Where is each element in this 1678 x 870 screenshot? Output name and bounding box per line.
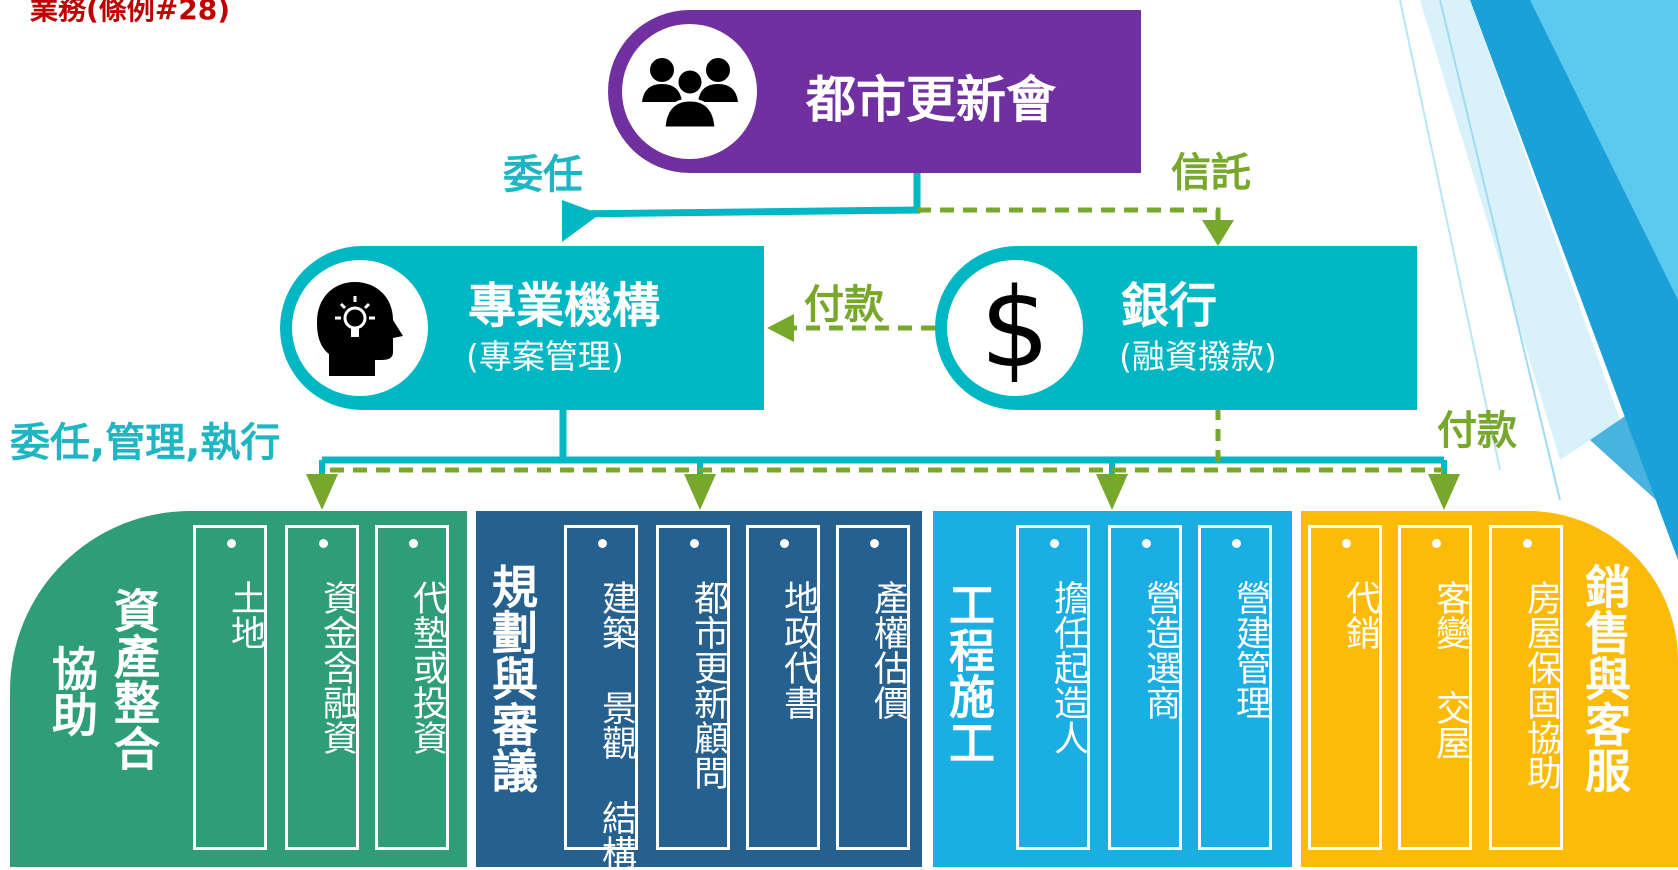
assets-panel: 資產整合 協助 [10,511,467,867]
background-stripe [1590,380,1678,520]
bank-title: 銀行 [1121,278,1218,334]
background-stripe [1530,0,1678,300]
panel-item-tag: 資金含融資 [285,525,359,850]
people-icon [641,57,738,129]
appoint-label: 委任 [503,152,583,198]
background-line [1439,0,1561,501]
pay-agency-arrowhead [767,314,794,342]
panel-item-text: 產權估價 [868,580,908,720]
panel-item-text: 資金含融資 [317,580,357,755]
bank-node: $ 銀行 (融資撥款) [935,246,1417,410]
assets-panel-title: 資產整合 [107,587,161,771]
panel-item-text: 代銷 [1340,580,1380,650]
panel-item-text: 地政代書 [778,580,818,720]
panel-item-tag: 房屋保固協助 [1489,525,1563,850]
panel-item-tag: 代墊或投資 [375,525,449,850]
pay-panels-label: 付款 [1437,408,1517,454]
panel-item-tag: 擔任起造人 [1016,525,1090,850]
page-heading: 業務(條例#28) [30,0,231,26]
panel-item-text: 都市更新顧問 [688,580,728,790]
panel-item-tag: 都市更新顧問 [656,525,730,850]
agency-node: 專業機構 (專案管理) [280,246,764,410]
appoint-manage-execute-label: 委任,管理,執行 [10,420,281,466]
panel-item-text: 代墊或投資 [407,580,447,755]
panel-item-text: 擔任起造人 [1048,580,1088,755]
panel-item-text: 建築 景觀 結構 [596,580,636,870]
bank-subtitle: (融資撥款) [1119,337,1277,376]
agency-icon-badge [292,260,428,396]
agency-title: 專業機構 [468,278,661,334]
panel-arrowhead [1096,474,1128,510]
construction-panel: 工程施工 [933,511,1292,867]
planning-panel-title: 規劃與審議 [485,563,539,793]
planning-panel: 規劃與審議 [476,511,922,867]
panel-arrowhead [1428,474,1460,510]
assets-panel-subtitle: 協助 [45,645,99,737]
panel-item-tag: 營造選商 [1108,525,1182,850]
pay-agency-label: 付款 [804,282,884,328]
panel-item-text: 土地 [225,580,265,650]
panel-item-tag: 代銷 [1308,525,1382,850]
trust-connector [917,207,1221,228]
trust-label: 信託 [1171,150,1251,196]
panel-item-tag: 產權估價 [836,525,910,850]
background-stripe [1420,0,1620,460]
council-title: 都市更新會 [806,71,1056,129]
panel-item-text: 營建管理 [1230,580,1270,720]
panel-item-text: 客變 交屋 [1430,580,1470,760]
panel-arrowhead [306,474,338,510]
agency-subtitle: (專案管理) [466,337,624,376]
construction-panel-title: 工程施工 [942,581,996,765]
council-node: 都市更新會 [608,10,1141,173]
appoint-arrowhead [562,200,600,242]
panel-arrowhead [684,474,716,510]
panel-item-text: 房屋保固協助 [1521,580,1561,790]
panel-item-tag: 土地 [193,525,267,850]
trust-arrowhead [1202,220,1234,246]
idea-head-icon [317,282,403,376]
background-line [1399,0,1501,471]
dollar-icon: $ [980,264,1050,392]
panel-item-tag: 地政代書 [746,525,820,850]
panel-item-tag: 營建管理 [1198,525,1272,850]
panel-item-text: 營造選商 [1140,580,1180,720]
bank-icon-badge: $ [947,260,1083,396]
panel-item-tag: 建築 景觀 結構 [564,525,638,870]
appoint-connector [562,172,921,236]
council-icon-badge [622,24,757,159]
sales-panel-title: 銷售與客服 [1578,563,1632,793]
panel-item-tag: 客變 交屋 [1398,525,1472,850]
